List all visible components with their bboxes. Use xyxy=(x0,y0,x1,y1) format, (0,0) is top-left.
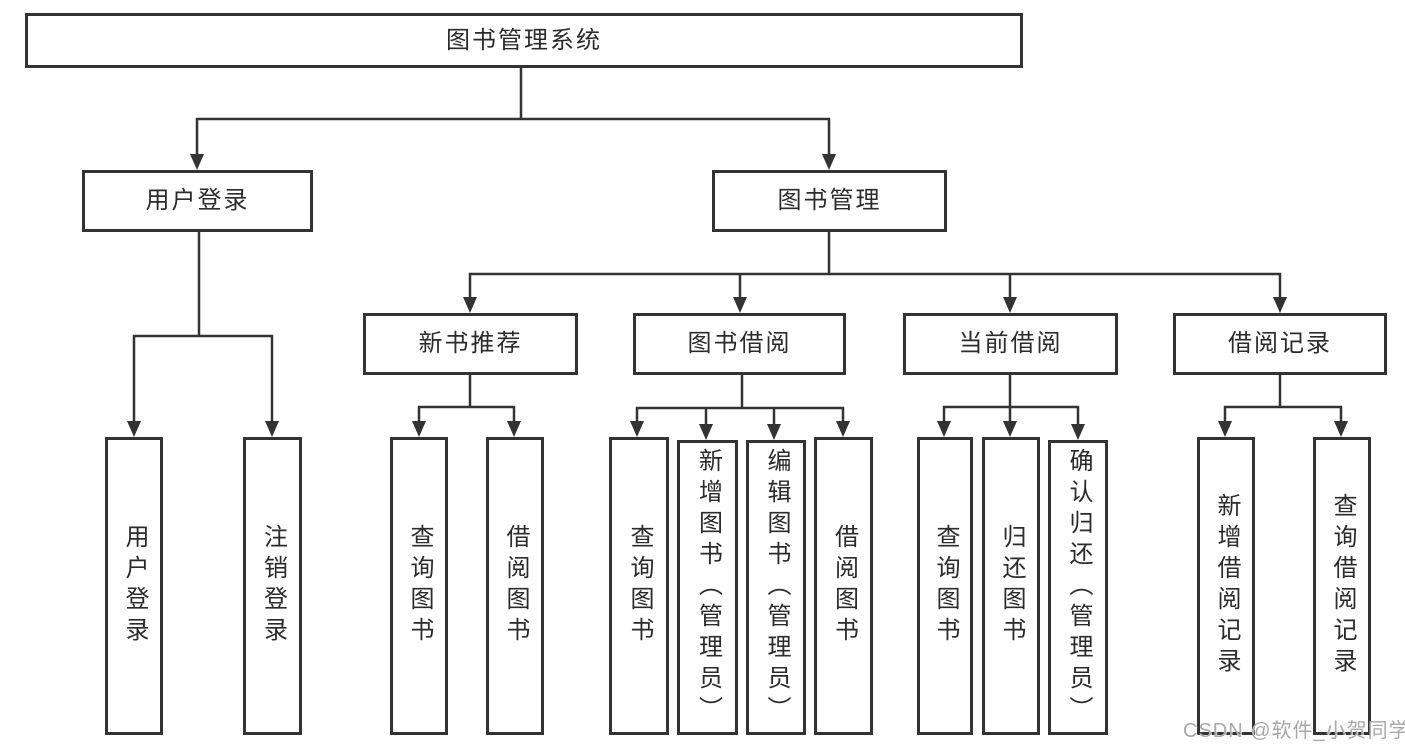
connector-arrowheads xyxy=(127,154,1348,440)
node-book-borrow-label: 图书借阅 xyxy=(687,330,792,357)
leaf-logout: 注销登录 xyxy=(243,437,302,735)
node-book-management: 图书管理 xyxy=(712,170,947,232)
leaf-current-return-book-label: 归还图书 xyxy=(998,524,1025,648)
node-root: 图书管理系统 xyxy=(25,13,1023,68)
leaf-records-add-record: 新增借阅记录 xyxy=(1197,437,1255,735)
leaf-borrow-query-book-label: 查询图书 xyxy=(626,524,653,648)
leaf-borrow-borrow-book: 借阅图书 xyxy=(814,437,873,735)
leaf-borrow-add-book-admin-label: 新增图书（管理员） xyxy=(694,448,722,727)
leaf-recommend-query-book-label: 查询图书 xyxy=(406,524,433,648)
leaf-logout-label: 注销登录 xyxy=(259,524,287,648)
leaf-borrow-query-book: 查询图书 xyxy=(609,437,669,735)
leaf-borrow-edit-book-admin-label: 编辑图书（管理员） xyxy=(763,448,790,727)
node-book-borrow: 图书借阅 xyxy=(633,313,846,375)
leaf-borrow-add-book-admin: 新增图书（管理员） xyxy=(677,440,738,735)
leaf-recommend-borrow-book: 借阅图书 xyxy=(486,437,544,735)
node-root-label: 图书管理系统 xyxy=(446,26,602,54)
leaf-current-query-book: 查询图书 xyxy=(917,437,973,735)
leaf-user-login-label: 用户登录 xyxy=(121,524,148,648)
node-user-login: 用户登录 xyxy=(82,170,313,232)
node-current-borrow: 当前借阅 xyxy=(903,313,1118,375)
connector-lines xyxy=(132,66,1343,430)
leaf-records-query-record: 查询借阅记录 xyxy=(1313,437,1371,735)
leaf-borrow-borrow-book-label: 借阅图书 xyxy=(830,524,858,648)
leaf-recommend-query-book: 查询图书 xyxy=(390,437,448,735)
node-current-borrow-label: 当前借阅 xyxy=(958,330,1063,357)
node-borrow-records-label: 借阅记录 xyxy=(1228,330,1332,357)
node-borrow-records: 借阅记录 xyxy=(1173,313,1387,375)
leaf-records-add-record-label: 新增借阅记录 xyxy=(1213,493,1240,679)
leaf-borrow-edit-book-admin: 编辑图书（管理员） xyxy=(746,440,806,735)
leaf-current-return-book: 归还图书 xyxy=(982,437,1040,735)
node-user-login-label: 用户登录 xyxy=(145,187,250,214)
node-book-management-label: 图书管理 xyxy=(777,187,882,214)
csdn-watermark: CSDN @软件_小贺同学 xyxy=(1183,720,1405,742)
leaf-user-login: 用户登录 xyxy=(105,437,163,735)
leaf-records-query-record-label: 查询借阅记录 xyxy=(1329,493,1356,679)
leaf-current-query-book-label: 查询图书 xyxy=(932,524,959,648)
leaf-current-confirm-return-admin: 确认归还（管理员） xyxy=(1048,440,1108,735)
leaf-recommend-borrow-book-label: 借阅图书 xyxy=(502,524,529,648)
node-new-book-recommend: 新书推荐 xyxy=(363,313,578,375)
node-new-book-recommend-label: 新书推荐 xyxy=(418,330,523,357)
leaf-current-confirm-return-admin-label: 确认归还（管理员） xyxy=(1065,448,1092,727)
